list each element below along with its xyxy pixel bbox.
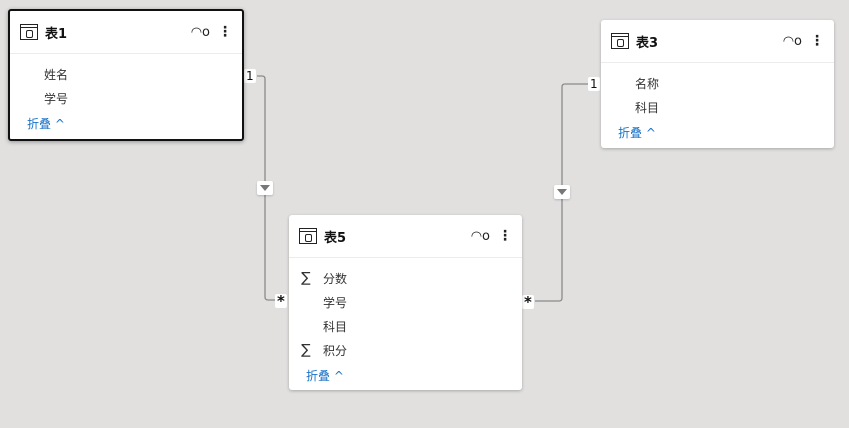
table-title: 表3: [636, 35, 659, 51]
eye-icon[interactable]: ◠o: [470, 228, 490, 244]
filter-direction-icon[interactable]: [257, 181, 273, 195]
table-card-3[interactable]: 表3 ◠o ⋮ 名称 科目 折叠 ^: [601, 20, 834, 148]
field-row[interactable]: 姓名: [10, 62, 242, 86]
collapse-link[interactable]: 折叠 ^: [27, 116, 65, 131]
field-row[interactable]: 学号: [289, 290, 522, 314]
table-title: 表5: [324, 230, 347, 246]
sigma-icon: ∑: [301, 270, 311, 286]
field-label: 学号: [323, 295, 348, 310]
table-icon: [20, 24, 38, 40]
table-title: 表1: [45, 26, 68, 42]
collapse-link[interactable]: 折叠 ^: [306, 368, 344, 383]
table-card-5[interactable]: 表5 ◠o ⋮ ∑ 分数 学号 科目 ∑ 积分 折叠 ^: [289, 215, 522, 390]
field-label: 学号: [44, 91, 69, 106]
field-row[interactable]: 名称: [601, 71, 834, 95]
table-icon: [611, 33, 629, 49]
cardinality-one: 1: [588, 77, 600, 91]
cardinality-many: *: [522, 293, 534, 311]
sigma-icon: ∑: [301, 342, 311, 358]
eye-icon[interactable]: ◠o: [782, 33, 802, 49]
table-icon: [299, 228, 317, 244]
field-label: 积分: [323, 343, 348, 358]
field-row[interactable]: ∑ 积分: [289, 338, 522, 362]
filter-direction-icon[interactable]: [554, 185, 570, 199]
more-options-icon[interactable]: ⋮: [218, 24, 232, 40]
table-header: 表5 ◠o ⋮: [289, 215, 522, 258]
field-row[interactable]: 科目: [289, 314, 522, 338]
field-row[interactable]: 学号: [10, 86, 242, 110]
collapse-link[interactable]: 折叠 ^: [618, 125, 656, 140]
field-label: 名称: [635, 76, 660, 91]
more-options-icon[interactable]: ⋮: [810, 33, 824, 49]
table-header: 表1 ◠o ⋮: [10, 11, 242, 54]
table-card-1[interactable]: 表1 ◠o ⋮ 姓名 学号 折叠 ^: [8, 9, 244, 141]
field-label: 分数: [323, 271, 348, 286]
cardinality-many: *: [275, 292, 287, 310]
eye-icon[interactable]: ◠o: [190, 24, 210, 40]
table-header: 表3 ◠o ⋮: [601, 20, 834, 63]
field-label: 科目: [635, 100, 660, 115]
field-label: 科目: [323, 319, 348, 334]
field-label: 姓名: [44, 67, 69, 82]
field-row[interactable]: ∑ 分数: [289, 266, 522, 290]
field-row[interactable]: 科目: [601, 95, 834, 119]
more-options-icon[interactable]: ⋮: [498, 228, 512, 244]
cardinality-one: 1: [244, 69, 256, 83]
